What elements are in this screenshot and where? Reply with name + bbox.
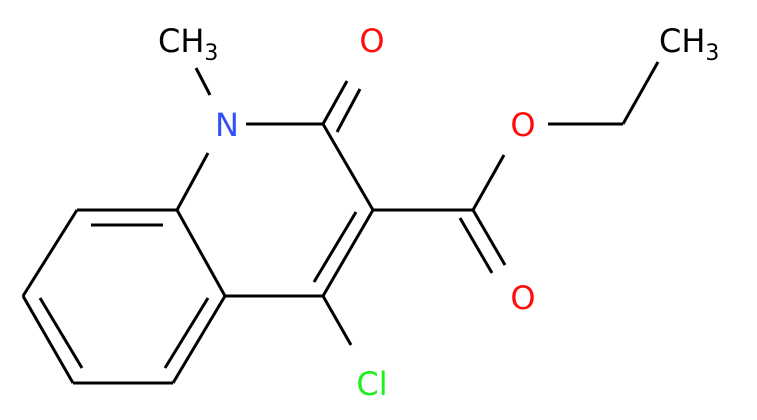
bond-c3-c4 — [321, 209, 375, 297]
bond-c8a-n1 — [175, 152, 210, 211]
chlorine-label: Cl — [356, 365, 387, 403]
bond-n1-methyl — [194, 67, 212, 96]
carbonyl-oxygen-ring-label: O — [359, 22, 384, 60]
atom-labels: CH3 N O O O CH3 Cl — [158, 22, 719, 403]
ester-carbonyl-oxygen-label: O — [510, 279, 535, 317]
nitrogen-label: N — [215, 106, 239, 144]
bond-c2-c3 — [321, 123, 375, 211]
bond-cester-ocarbonyl-b — [458, 217, 494, 274]
bond-c5-c4a-inner — [163, 297, 210, 369]
bond-c3-c4-inner — [312, 211, 358, 283]
bond-c8-c7 — [21, 209, 79, 297]
bond-c2-oxo-a — [321, 80, 349, 125]
bond-c7-c6-inner — [38, 297, 84, 369]
methyl-n-label: CH3 — [158, 22, 218, 66]
bond-c5-c4a — [171, 295, 227, 384]
ethyl-ch3-label: CH3 — [659, 22, 719, 66]
bond-cester-oester — [471, 154, 506, 211]
ester-oxygen-label: O — [510, 106, 535, 144]
bond-c2-oxo-b — [335, 88, 362, 133]
bond-c7-c6 — [21, 295, 75, 384]
bond-cester-ocarbonyl-a — [471, 209, 507, 266]
bonds — [21, 61, 660, 385]
bond-ch2-ch3 — [621, 61, 660, 125]
bond-c4a-c8a — [175, 209, 227, 297]
bond-c4-cl — [321, 295, 353, 346]
